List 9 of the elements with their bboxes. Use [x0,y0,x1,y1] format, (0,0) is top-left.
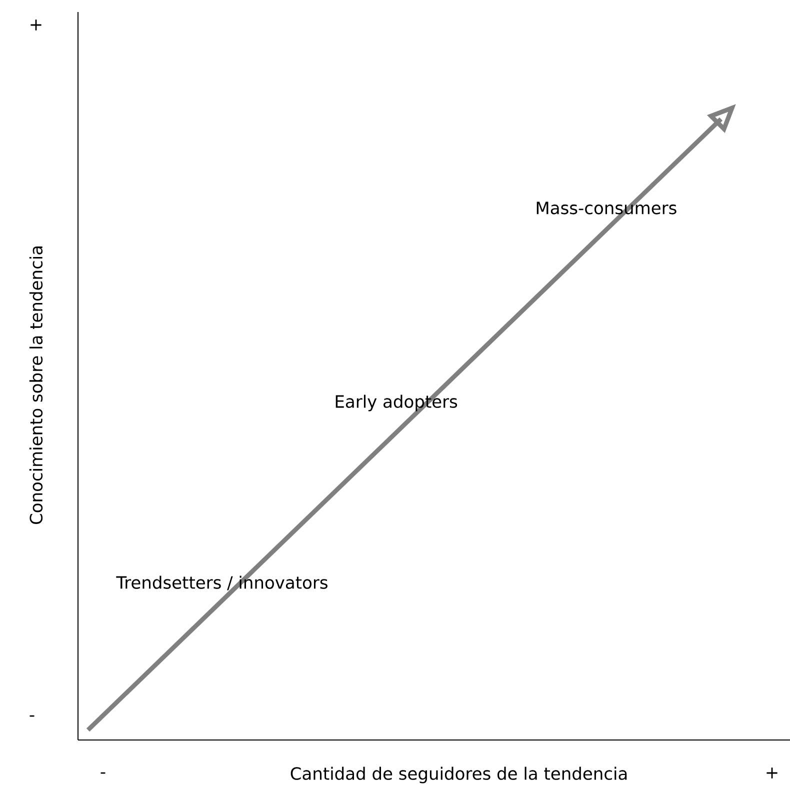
axis-sign: - [100,772,106,774]
segment-label: Trendsetters / innovators [116,576,328,590]
segment-label: Mass-consumers [536,202,676,214]
axis-title: Cantidad de seguidores de la tendencia [290,766,627,784]
axis-title: Conocimiento sobre la tendencia [29,246,43,524]
axis-sign: + [766,768,778,778]
axis-sign: + [30,20,42,30]
axis-sign: - [30,715,34,717]
segment-label: Early adopters [336,394,458,412]
